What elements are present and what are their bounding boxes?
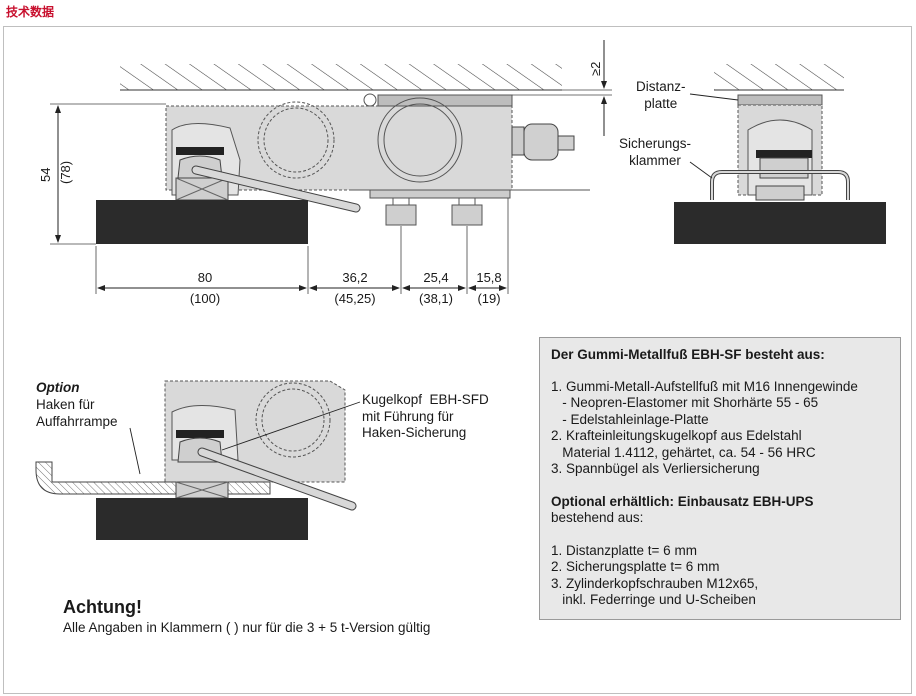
component-info-box: Der Gummi-Metallfuß EBH-SF besteht aus: …: [539, 337, 901, 620]
bore-circle-right: [377, 97, 463, 183]
end-view-rubber-base: [674, 202, 886, 244]
dim-clearance-label: ≥2: [588, 62, 603, 76]
bolt-head-1: [385, 204, 417, 226]
clamp-rod: [192, 166, 360, 212]
info-item: - Neopren-Elastomer mit Shorhärte 55 - 6…: [551, 395, 819, 410]
rubber-ring: [176, 147, 224, 155]
info-item: 2. Krafteinleitungskugelkopf aus Edelsta…: [551, 428, 802, 443]
dim-25-label: 25,4: [423, 270, 448, 285]
dim-36-alt-label: (45,25): [334, 291, 375, 306]
rubber-base: [96, 200, 308, 244]
main-side-view: 54 (78) ≥2 80 (100) 36,2 (45,25) 25,4 (3…: [38, 40, 612, 306]
bolt-head-2: [451, 204, 483, 226]
dim-36-label: 36,2: [342, 270, 367, 285]
info-item: Material 1.4112, gehärtet, ca. 54 - 56 H…: [551, 444, 816, 460]
drawing-frame: [3, 26, 912, 694]
page-title: 技术数据: [6, 5, 55, 19]
dim-80-label: 80: [198, 270, 212, 285]
optional-item: inkl. Federringe und U-Scheiben: [551, 592, 756, 607]
dim-25-alt-label: (38,1): [419, 291, 453, 306]
info-item: - Edelstahleinlage-Platte: [551, 411, 709, 427]
optional-item: 1. Distanzplatte t= 6 mm: [551, 542, 697, 558]
info-item: 1. Gummi-Metall-Aufstellfuß mit M16 Inne…: [551, 378, 858, 394]
option-clamp-rod: [198, 448, 356, 510]
dim-15-alt-label: (19): [477, 291, 500, 306]
end-view-distance-plate: [737, 94, 823, 106]
option-text: Haken für Auffahrrampe: [36, 397, 118, 429]
option-rubber-base: [96, 498, 308, 540]
optional-item: 3. Zylinderkopfschrauben M12x65,: [551, 575, 759, 591]
optional-title: Optional erhältlich: Einbausatz EBH-UPS: [551, 493, 814, 509]
bore-circle-left: [257, 101, 335, 179]
notice-title: Achtung!: [63, 597, 142, 617]
optional-subtitle: bestehend aus:: [551, 510, 644, 525]
dim-80-alt-label: (100): [190, 291, 220, 306]
dim-15-label: 15,8: [476, 270, 501, 285]
option-title: Option: [36, 380, 80, 395]
dim-height-label: 54: [38, 168, 53, 182]
dim-height-alt-label: (78): [58, 161, 73, 184]
label-sicherungsklammer: Sicherungs- klammer: [619, 136, 692, 168]
label-distanzplatte: Distanz- platte: [636, 79, 686, 111]
ceiling-hatch: [120, 64, 562, 90]
notice-text: Alle Angaben in Klammern ( ) nur für die…: [63, 620, 431, 635]
end-view: [674, 64, 886, 244]
end-view-ceiling: [714, 64, 844, 90]
optional-item: 2. Sicherungsplatte t= 6 mm: [551, 559, 720, 574]
cable-gland: [523, 123, 559, 161]
kugelkopf-text: Kugelkopf EBH-SFD mit Führung für Haken-…: [362, 392, 489, 440]
info-title: Der Gummi-Metallfuß EBH-SF besteht aus:: [551, 347, 825, 362]
info-item: 3. Spannbügel als Verliersicherung: [551, 461, 760, 476]
option-view: [35, 380, 361, 540]
